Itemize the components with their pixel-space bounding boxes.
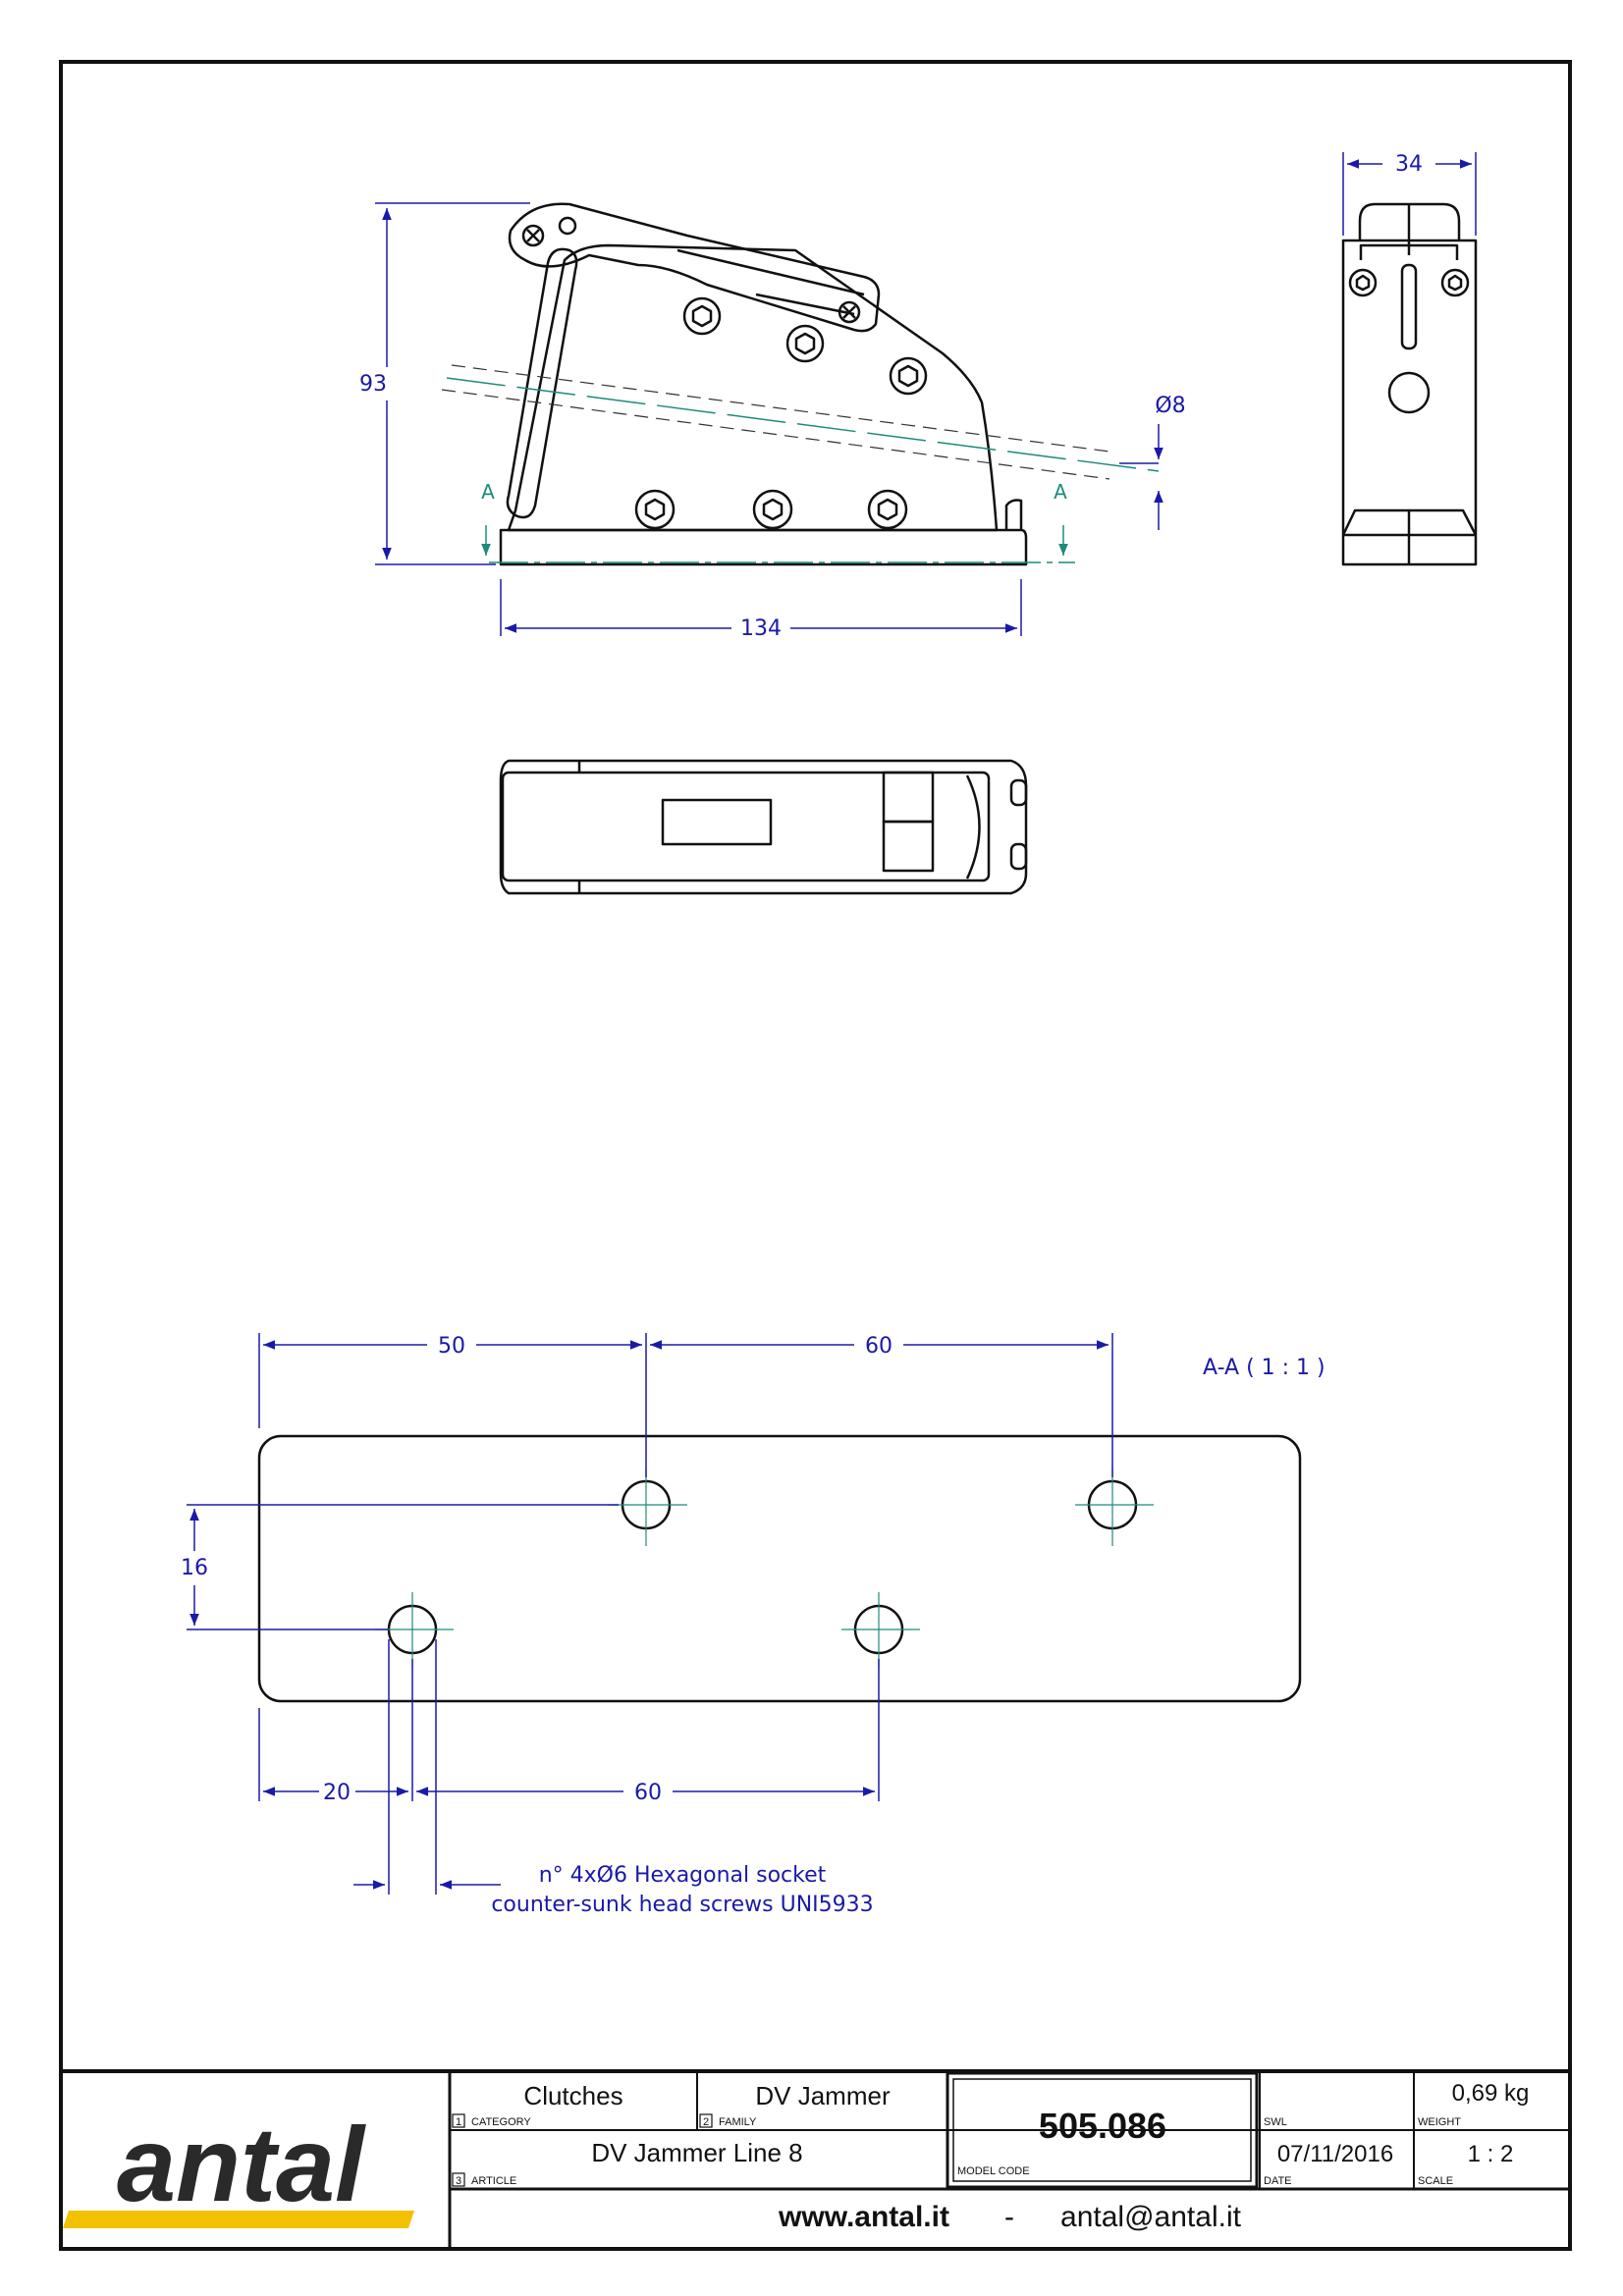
antal-logo: antal [63,2105,414,2228]
section-aa-dimensions [187,1333,1113,1895]
side-view-dimensions [375,202,1163,636]
dim-length-label: 134 [740,616,782,641]
side-view [499,202,1028,566]
model-code-label: MODEL CODE [957,2165,1030,2177]
section-markers [481,525,1068,556]
section-aa-centerlines [375,1468,1154,1669]
dim-diameter-label: Ø8 [1155,394,1185,418]
email-link[interactable]: antal@antal.it [1060,2201,1242,2233]
date-label: DATE [1264,2175,1292,2187]
scale-label: SCALE [1418,2175,1453,2187]
rope-line [441,364,1160,563]
front-view-dimensions [1342,152,1477,236]
article-value: DV Jammer Line 8 [591,2138,802,2167]
category-label: CATEGORY [471,2116,531,2128]
section-aa-title: A-A ( 1 : 1 ) [1203,1356,1325,1380]
dim-20-label: 20 [323,1781,351,1805]
article-label: ARTICLE [471,2175,516,2187]
model-code-value: 505.086 [1039,2106,1166,2146]
dim-width-label: 34 [1395,152,1423,177]
screw-note-line1: n° 4xØ6 Hexagonal socket [539,1863,827,1888]
dim-60-bottom-label: 60 [634,1781,662,1805]
weight-label: WEIGHT [1418,2116,1461,2128]
logo-text: antal [117,2105,366,2223]
screw-note-line2: counter-sunk head screws UNI5933 [491,1893,873,1917]
website-link[interactable]: www.antal.it [778,2201,949,2233]
family-value: DV Jammer [755,2081,891,2110]
family-label: FAMILY [719,2116,757,2128]
top-view [499,759,1028,895]
section-mark-left: A [481,480,495,504]
front-view [1341,202,1478,566]
date-value: 07/11/2016 [1277,2141,1393,2167]
family-num: 2 [703,2116,709,2128]
dim-height-label: 93 [359,372,387,397]
drawing-frame [59,60,1572,2251]
dim-50-label: 50 [438,1334,465,1359]
article-num: 3 [456,2175,461,2187]
section-aa-plate [257,1434,1302,1703]
category-value: Clutches [523,2081,622,2110]
section-mark-right: A [1054,480,1067,504]
scale-value: 1 : 2 [1468,2141,1514,2167]
category-num: 1 [456,2116,461,2128]
weight-value: 0,69 kg [1452,2080,1530,2107]
title-block [61,2069,1570,2249]
footer-separator: - [1004,2201,1014,2233]
dim-16-label: 16 [181,1556,208,1580]
dim-60-top-label: 60 [865,1334,893,1359]
swl-label: SWL [1264,2116,1287,2128]
